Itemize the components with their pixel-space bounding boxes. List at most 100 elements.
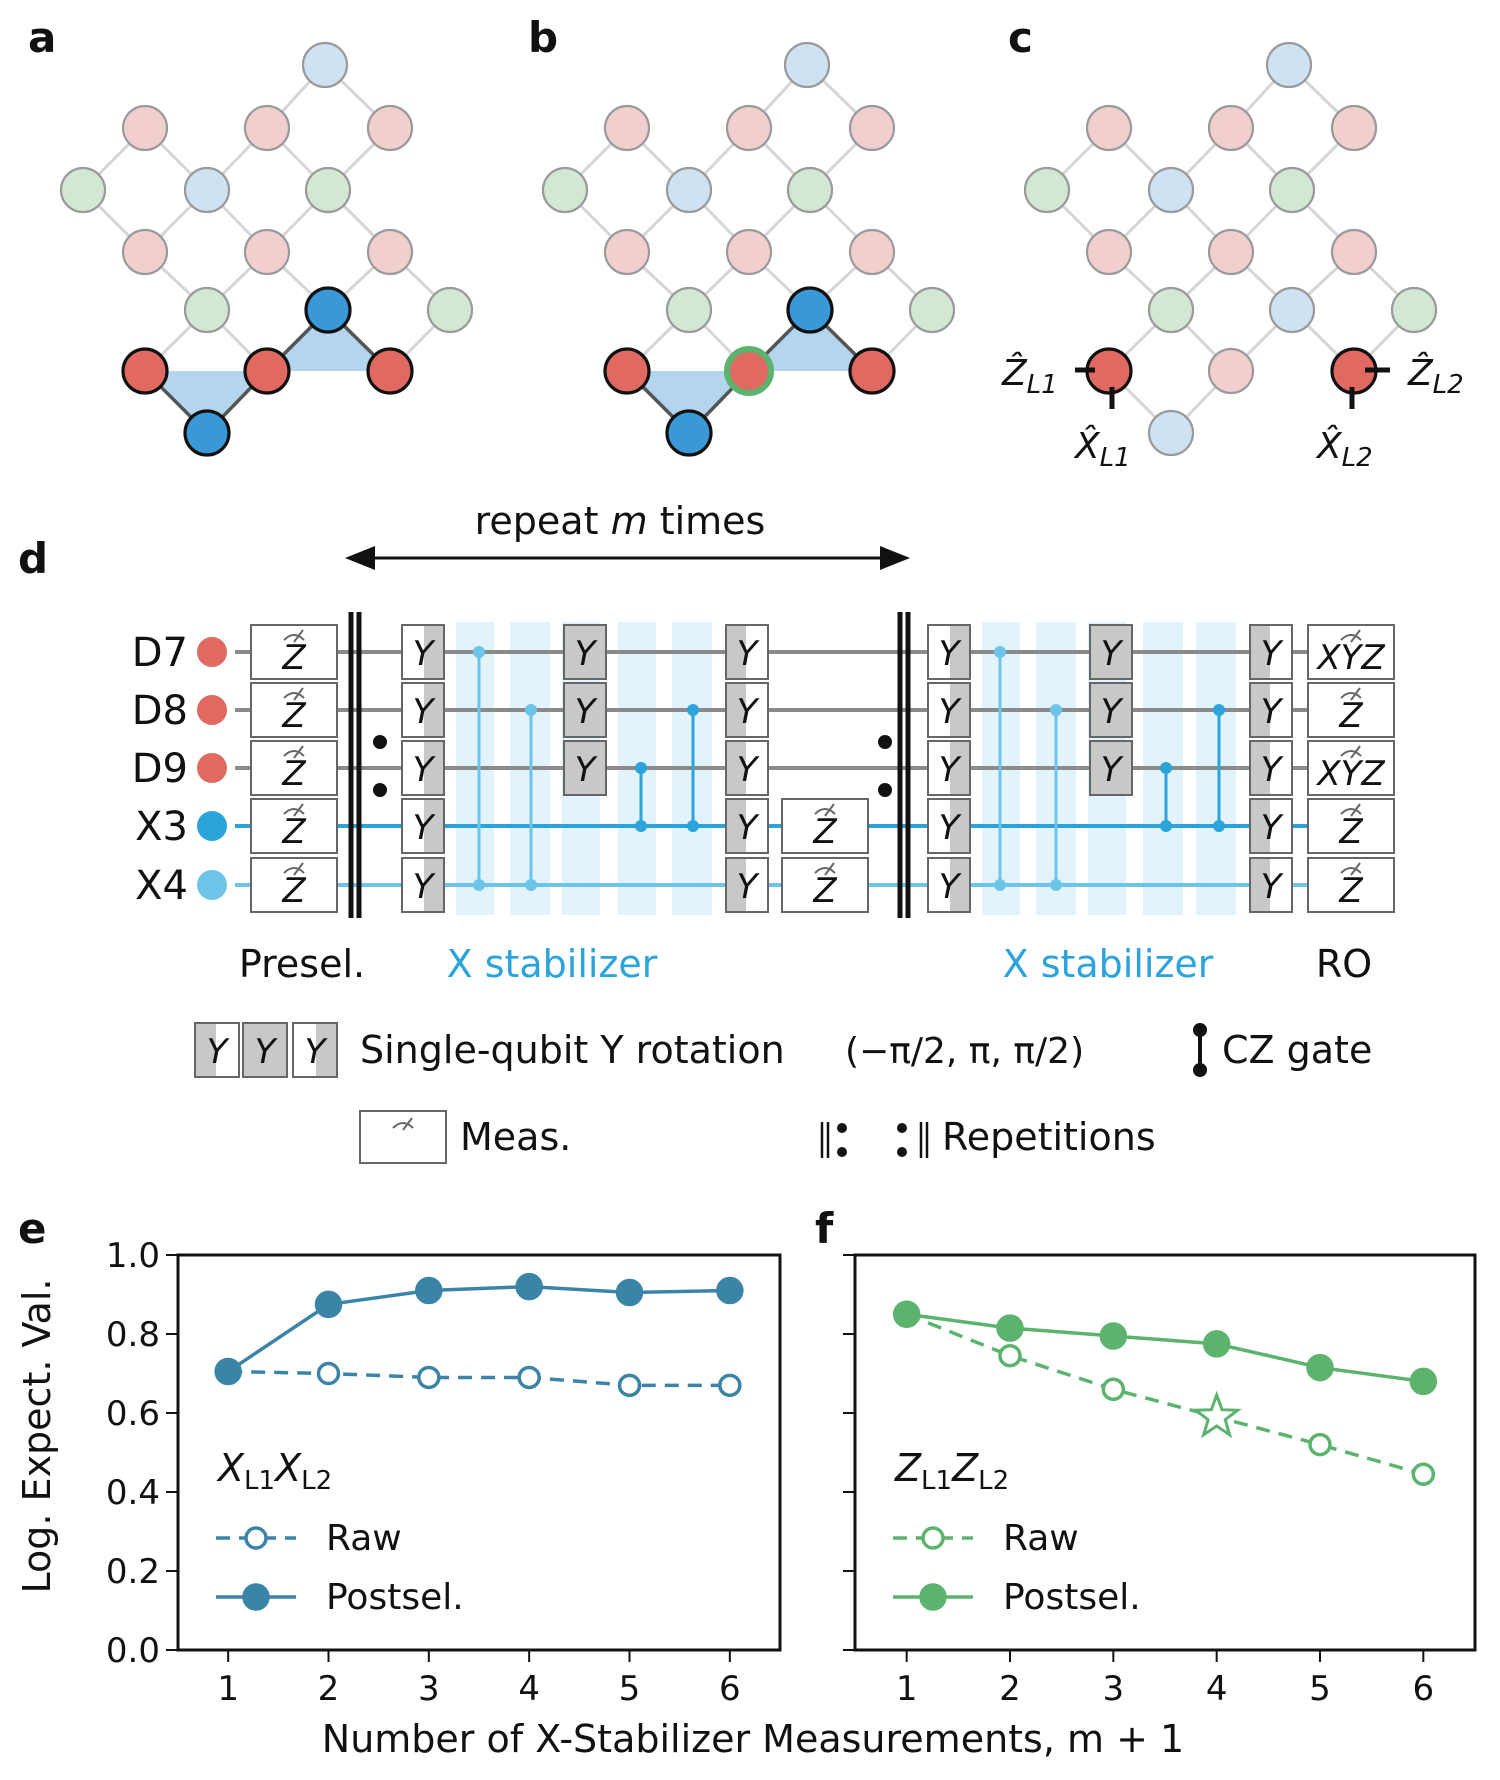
qubit-node-active [243, 347, 291, 395]
cz-dot [1213, 704, 1225, 716]
meter-needle [1350, 629, 1361, 643]
y-gate-shade [727, 684, 746, 736]
y-gate-shade [727, 742, 746, 794]
postsel-point [716, 1276, 744, 1305]
legend-y-rotation-args: (−π/2, π, π/2) [845, 1031, 1084, 1072]
meter-arc [1340, 750, 1362, 757]
ancilla-measurement-label: Z [812, 871, 837, 911]
meter-needle [293, 687, 304, 701]
legend-meas: Meas. [460, 1115, 571, 1159]
qubit-node [783, 41, 831, 89]
legend-y-gate-label: Y [255, 1032, 278, 1072]
z-l1-operator: ẐL1 [1001, 352, 1058, 400]
ro-label: RO [1316, 942, 1372, 986]
qubit-node [1147, 166, 1195, 214]
y-tick-label: 0.6 [106, 1394, 160, 1434]
y-tick-label: 1.0 [106, 1236, 160, 1276]
x-tick-label: 5 [619, 1669, 641, 1709]
meter-arc [1340, 867, 1362, 874]
postsel-point [1202, 1330, 1231, 1358]
cz-dot [1213, 820, 1225, 832]
meter-needle [1350, 745, 1361, 759]
cz-dot [525, 704, 537, 716]
y-gate-label: Y [939, 808, 962, 848]
y-gate-label: Y [737, 808, 760, 848]
y-gate-shade [1091, 684, 1131, 736]
qubit-node [1023, 166, 1071, 214]
qubit-node-active [121, 347, 169, 395]
x-tick-label: 2 [999, 1669, 1021, 1709]
cz-dot [994, 879, 1006, 891]
qubit-node-active [665, 409, 713, 457]
legend-marker [919, 1583, 947, 1611]
cz-dot [687, 704, 699, 716]
postsel-point [1306, 1353, 1334, 1382]
meter-needle [824, 862, 835, 876]
qubit-node [121, 228, 169, 276]
qubit-dot [197, 811, 227, 841]
y-gate-shade [1091, 626, 1131, 678]
y-gate-shade [196, 1024, 216, 1076]
y-gate-shade [424, 859, 443, 911]
legend-cz-dot [1193, 1023, 1207, 1037]
qubit-label: D9 [132, 746, 188, 792]
readout-measurement-label: XYZ [1315, 754, 1385, 794]
y-gate-label: Y [1261, 692, 1284, 732]
qubit-node [1147, 286, 1195, 334]
qubit-node [725, 228, 773, 276]
x-stabilizer-label-2: X stabilizer [1003, 942, 1214, 986]
raw-point [316, 1361, 341, 1386]
qubit-node [1268, 166, 1316, 214]
qubit-node [786, 166, 834, 214]
meter-arc [1340, 692, 1362, 699]
y-gate-label: Y [575, 750, 598, 790]
y-gate-label: Y [939, 750, 962, 790]
y-gate-shade [565, 684, 605, 736]
legend-y-gate-label: Y [305, 1032, 328, 1072]
legend-rep-dot [837, 1123, 847, 1133]
y-gate-label: Y [575, 634, 598, 674]
legend-label: Postsel. [326, 1577, 464, 1618]
y-gate-shade [950, 684, 969, 736]
meter-needle [293, 803, 304, 817]
qubit-node [1085, 104, 1133, 152]
y-gate-label: Y [413, 808, 436, 848]
qubit-node [1330, 228, 1378, 276]
y-gate-label: Y [737, 750, 760, 790]
x-tick-label: 6 [719, 1669, 741, 1709]
qubit-node-active [603, 347, 651, 395]
legend-cz: CZ gate [1222, 1028, 1372, 1072]
legend-rep-dot [897, 1147, 907, 1157]
stabilizer-region [627, 310, 872, 433]
meter-arc [392, 1122, 414, 1129]
y-gate-shade [424, 800, 443, 852]
y-gate-shade [424, 626, 443, 678]
qubit-node [1207, 347, 1255, 395]
y-gate-label: Y [737, 634, 760, 674]
legend-marker [242, 1583, 270, 1611]
cz-dot [1050, 704, 1062, 716]
y-gate-shade [1251, 626, 1270, 678]
qubit-node [1085, 228, 1133, 276]
qubit-node [1207, 104, 1255, 152]
panel-label-c: c [1008, 13, 1033, 62]
series-line [906, 1312, 1424, 1476]
qubit-dot [197, 753, 227, 783]
ancilla-measurement-label: Z [812, 812, 837, 852]
preselection-measurement-label: Z [281, 638, 306, 678]
repetition-dot [373, 735, 387, 749]
series-line [227, 1284, 730, 1373]
y-gate-label: Y [737, 692, 760, 732]
meter-needle [1350, 862, 1361, 876]
y-gate-label: Y [939, 634, 962, 674]
y-gate-label: Y [575, 692, 598, 732]
y-gate-label: Y [939, 867, 962, 907]
legend-marker [921, 1526, 945, 1550]
x-axis-label: Number of X-Stabilizer Measurements, m +… [322, 1717, 1184, 1761]
meter-needle [824, 803, 835, 817]
panel-label-e: e [18, 1204, 47, 1253]
qubit-node [1265, 41, 1313, 89]
circuit-legend: Single-qubit Y rotation (−π/2, π, π/2) C… [194, 1022, 1372, 1164]
y-gate-shade [424, 742, 443, 794]
qubit-node [1330, 104, 1378, 152]
